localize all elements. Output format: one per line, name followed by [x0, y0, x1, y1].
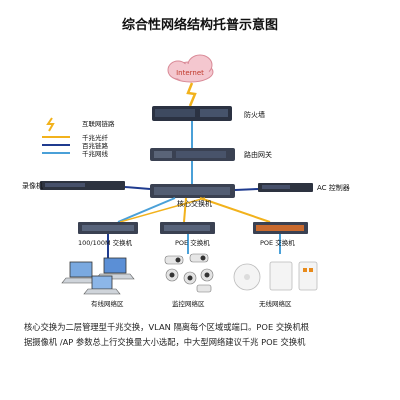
camera-icon-group: [164, 253, 214, 293]
zone-label-wired: 有线网络区: [91, 300, 124, 308]
caption-line-1: 核心交换为二层管理型千兆交换，VLAN 隔离每个区域或端口。POE 交换机根: [24, 322, 310, 332]
access-switch-3: [253, 222, 308, 234]
legend-label-100m: 百兆链路: [82, 142, 108, 150]
ac-controller-label: AC 控制器: [317, 184, 350, 192]
firewall-label: 防火墙: [244, 111, 265, 119]
laptop-icon-group: [61, 257, 135, 295]
zone-label-monitor: 监控网络区: [172, 300, 205, 308]
ac-controller-device: [258, 183, 313, 192]
legend-label-internet: 互联网链路: [82, 120, 115, 128]
caption-line-2: 据摄像机 /AP 参数总上行交换量大小选配，中大型网络建议千兆 POE 交换机: [24, 337, 306, 347]
page-title: 综合性网络结构托普示意图: [121, 18, 278, 33]
core-switch-device: [150, 184, 235, 198]
router-device: [150, 148, 235, 161]
firewall-device: [152, 106, 232, 121]
zone-label-wireless: 无线网络区: [259, 300, 292, 308]
internet-link-bolt: [186, 82, 197, 107]
legend-label-fiber: 千兆光纤: [82, 134, 108, 142]
legend-label-gigabit: 千兆网线: [82, 150, 108, 158]
access-switch-2-label: POE 交换机: [175, 239, 210, 247]
legend: [42, 117, 70, 154]
recorder-label: 录像机: [22, 182, 43, 190]
internet-cloud-icon: [167, 54, 214, 83]
router-label: 路由网关: [244, 151, 272, 159]
access-switch-2: [160, 222, 215, 234]
recorder-device: [40, 181, 125, 190]
core-switch-label: 核心交换机: [177, 200, 212, 208]
access-switch-1-label: 100/100M 交换机: [78, 239, 133, 247]
lightning-icon: [46, 117, 55, 132]
access-point-icon-group: [233, 261, 318, 291]
access-switch-3-label: POE 交换机: [260, 239, 295, 247]
access-switch-1: [78, 222, 138, 234]
internet-label: Internet: [176, 69, 204, 77]
